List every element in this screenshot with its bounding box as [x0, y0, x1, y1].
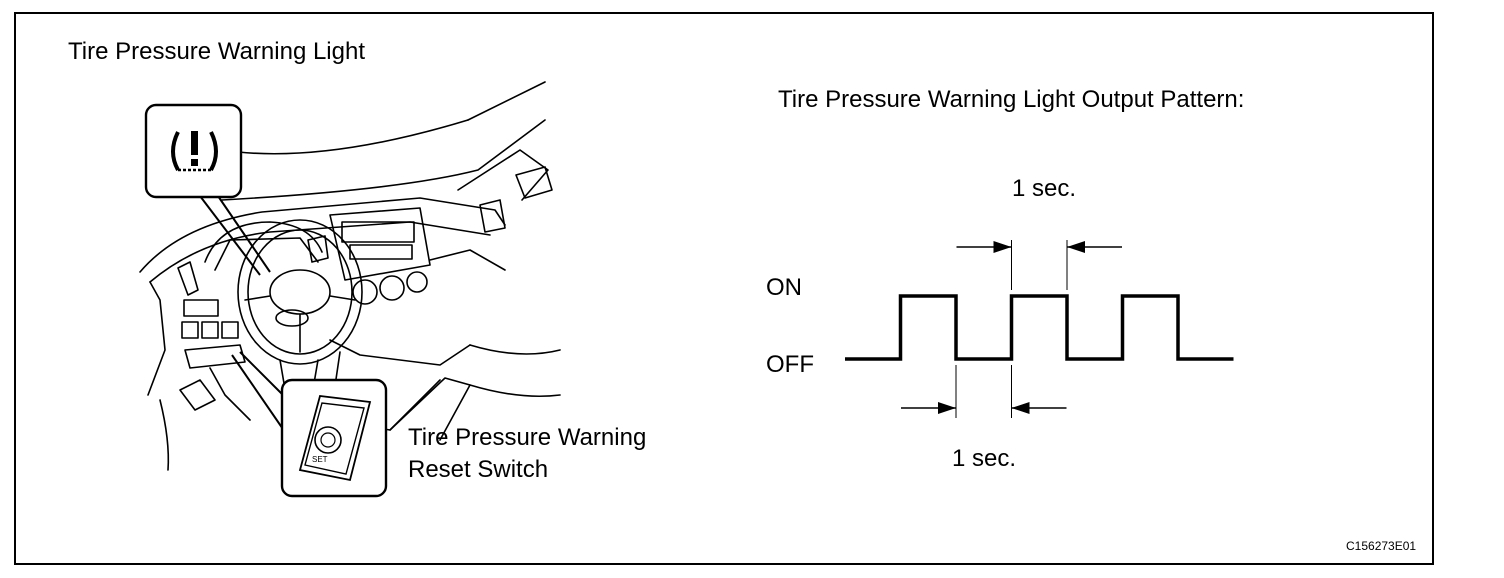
dimension-arrowhead	[1067, 241, 1085, 253]
off-level-label: OFF	[766, 351, 814, 378]
reset-switch-label-line2: Reset Switch	[408, 456, 549, 483]
reset-switch-label-line1: Tire Pressure Warning	[408, 424, 647, 451]
dimension-arrowhead	[1011, 402, 1030, 414]
output-pattern-chart	[845, 240, 1234, 418]
dimension-arrowhead	[993, 241, 1012, 253]
signal-waveform	[845, 294, 1234, 361]
figure-code: C156273E01	[1346, 539, 1417, 553]
tpms-warning-icon	[144, 103, 243, 199]
dashboard-illustration	[139, 81, 561, 471]
off-duration-label: 1 sec.	[952, 445, 1017, 472]
output-pattern-title: Tire Pressure Warning Light Output Patte…	[778, 86, 1245, 113]
on-duration-label: 1 sec.	[1012, 175, 1077, 202]
reset-switch-icon: SET	[280, 378, 388, 498]
warning-light-title: Tire Pressure Warning Light	[68, 38, 365, 65]
figure-frame	[14, 12, 1434, 565]
on-level-label: ON	[766, 274, 802, 301]
dimension-arrowhead	[938, 402, 956, 414]
reset-switch-label: Tire Pressure Warning Reset Switch	[408, 422, 646, 486]
set-button-text: SET	[312, 455, 328, 464]
